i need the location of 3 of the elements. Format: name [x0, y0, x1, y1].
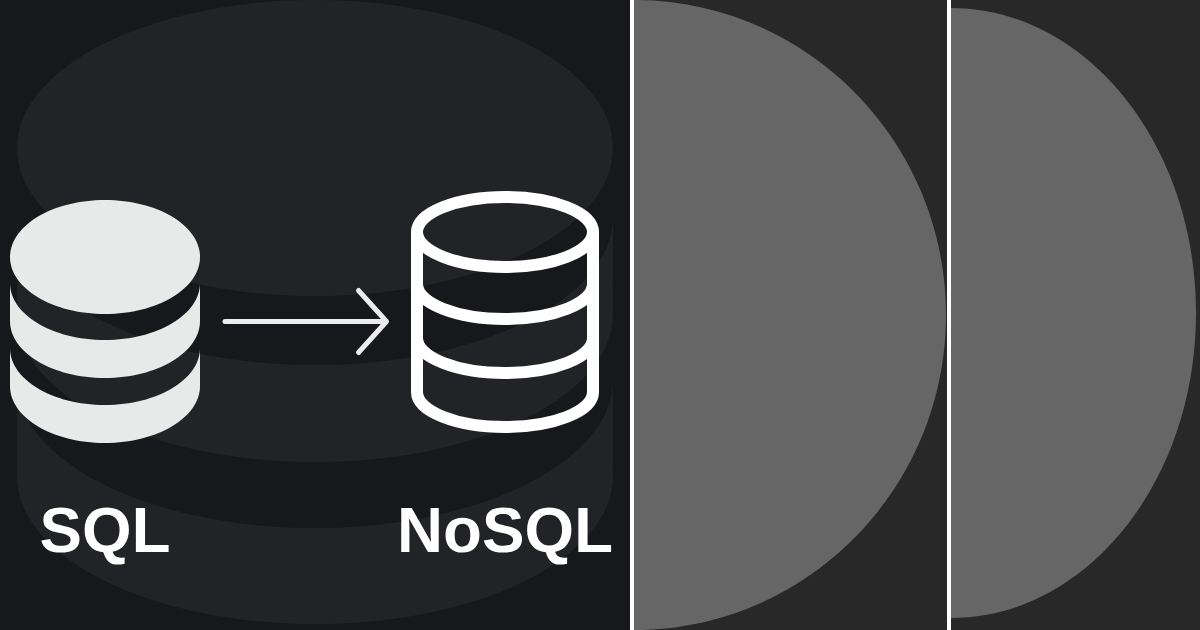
node-label: SQL	[41, 507, 169, 565]
node-label: NoSQL	[401, 507, 612, 565]
arrow	[222, 288, 389, 355]
